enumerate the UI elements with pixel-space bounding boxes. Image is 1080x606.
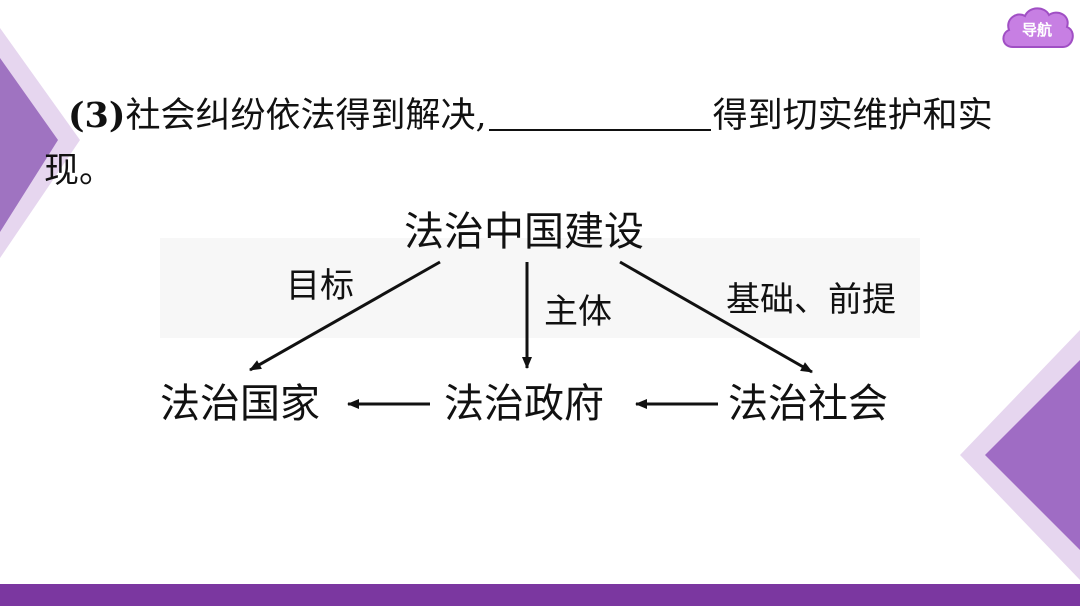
edge-label-foundation: 基础、前提 [726,280,896,320]
question-text-after: 得到切实维护和实现。 [44,96,993,191]
node-rule-of-law-society: 法治社会 [728,381,888,427]
question-text: (3)社会纠纷依法得到解决,得到切实维护和实现。 [44,88,1029,199]
arrow-top-to-left [249,260,441,372]
arrow-top-to-right [619,260,813,374]
node-rule-of-law-state: 法治国家 [160,381,320,427]
node-rule-of-law-china: 法治中国建设 [404,209,644,255]
nav-button[interactable]: 导航 [999,3,1075,59]
edge-label-goal: 目标 [286,266,354,306]
diagram-background [160,238,920,338]
nav-label: 导航 [1021,21,1052,39]
bottom-bar [0,584,1080,606]
edge-label-subject: 主体 [544,292,612,332]
question-text-before: 社会纠纷依法得到解决, [125,96,487,136]
cloud-icon [1002,7,1074,48]
question-number: (3) [68,95,126,136]
node-rule-of-law-government: 法治政府 [444,381,604,427]
answer-blank [488,95,711,131]
